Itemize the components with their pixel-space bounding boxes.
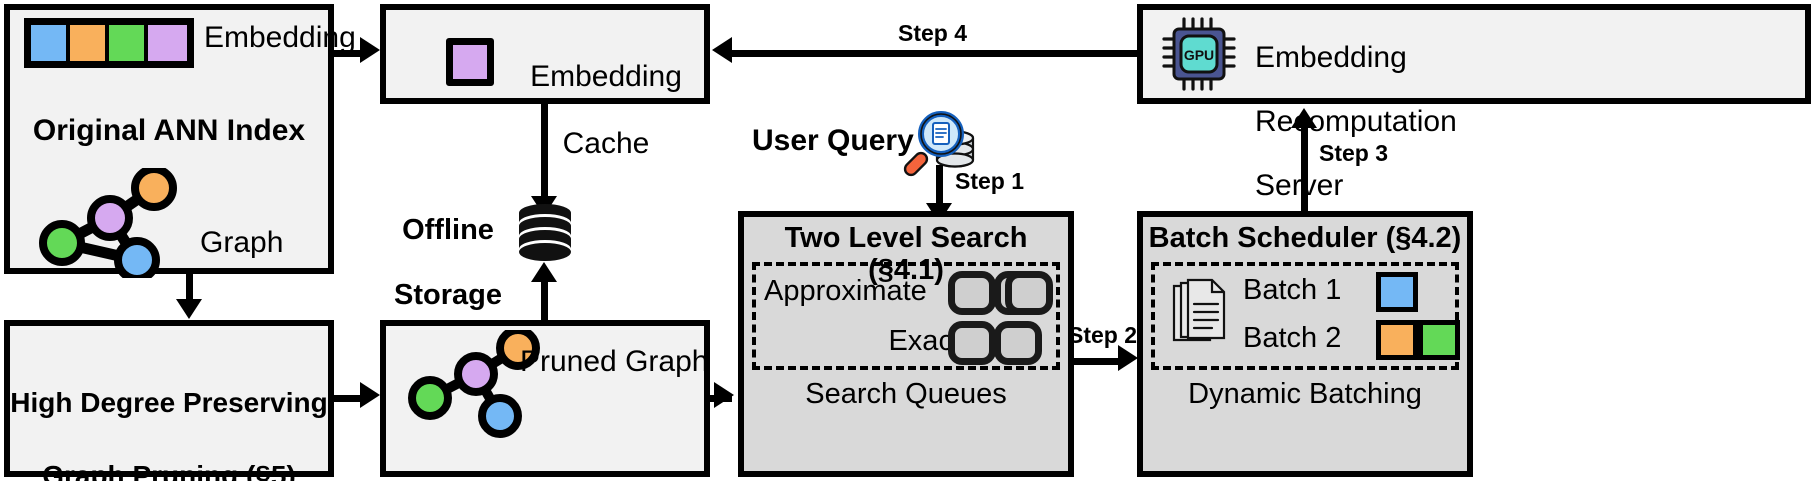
approximate-slot-1 [948, 271, 996, 315]
search-queues-footer: Search Queues [805, 378, 1007, 410]
arrow-step4-line [732, 50, 1140, 57]
recomputation-server-title: Embedding Recomputation Server [1255, 10, 1755, 203]
embedding-cache-line2: Cache [562, 126, 650, 160]
dynamic-batching-footer: Dynamic Batching [1188, 378, 1422, 410]
documents-stack-icon [1172, 278, 1226, 342]
pruned-graph-label: Pruned Graph [520, 345, 709, 378]
embedding-cache-box [380, 4, 710, 104]
pruning-line1: High Degree Preserving [10, 387, 328, 419]
arrow-index-to-cache-head [360, 37, 380, 63]
batch-2-label: Batch 2 [1243, 322, 1342, 354]
search-queues-panel [752, 262, 1060, 370]
batch-1-label: Batch 1 [1243, 274, 1342, 306]
arrow-step2-line [1074, 358, 1126, 365]
embedding-cache-title: Embedding Cache [506, 26, 706, 160]
two-level-search-title: Two Level Search (§4.1) [784, 222, 1028, 287]
embedding-cache-line1: Embedding [530, 59, 682, 93]
offline-storage-line2: Storage [394, 279, 502, 312]
original-ann-index-title: Original ANN Index [32, 114, 306, 147]
gpu-chip-icon: GPU [1162, 17, 1236, 91]
pruned-graph-diagram [408, 330, 540, 438]
step-4-label: Step 4 [898, 20, 968, 46]
batch-scheduler-title: Batch Scheduler (§4.2) [1148, 222, 1462, 254]
arrow-pruned-to-search-head [714, 382, 734, 408]
batch-2-swatch-orange [1376, 320, 1418, 360]
embedding-swatch-blue [31, 25, 71, 61]
exact-slot-2 [994, 321, 1042, 365]
server-line3: Server [1255, 169, 1344, 203]
arrow-pruning-to-pruned-line [334, 395, 362, 402]
arrow-step3-head [1291, 108, 1317, 128]
arrow-index-to-pruning-head [176, 299, 202, 319]
embedding-swatch-orange [70, 25, 110, 61]
dynamic-batching-panel [1151, 262, 1459, 370]
pruning-line2: Graph Pruning (§5) [42, 460, 296, 481]
step-3-label: Step 3 [1319, 140, 1389, 166]
arrow-step1-line [936, 165, 943, 207]
approximate-label: Approximate [764, 275, 927, 307]
arrow-index-to-pruning-line [186, 274, 193, 302]
embedding-label: Embedding [204, 21, 356, 54]
exact-label: Exact [888, 325, 961, 357]
gpu-icon-text: GPU [1184, 47, 1214, 63]
database-cylinder-icon [519, 204, 571, 261]
embedding-swatch-strip [24, 18, 194, 68]
original-index-graph [39, 168, 177, 278]
offline-storage-line1: Offline [402, 214, 494, 247]
graph-pruning-box [4, 320, 334, 477]
approximate-slot-3 [1005, 271, 1053, 315]
step-1-label: Step 1 [955, 168, 1025, 194]
arrow-step3-line [1301, 126, 1308, 211]
magnifier-document-database-icon [903, 111, 975, 177]
embedding-swatch-green [109, 25, 149, 61]
embedding-swatch-purple [148, 25, 188, 61]
arrow-index-to-cache-line [334, 50, 362, 57]
server-line1: Embedding [1255, 41, 1407, 75]
offline-storage-label: Offline Storage [388, 182, 508, 312]
arrow-cache-to-storage-line [541, 104, 548, 199]
recomputation-server-box [1137, 4, 1811, 104]
exact-slot-1 [948, 321, 996, 365]
graph-label: Graph [200, 226, 284, 259]
arrow-step2-head [1118, 345, 1138, 371]
arrow-pruned-to-storage-head [531, 262, 557, 282]
embedding-cache-swatch [446, 38, 494, 86]
arrow-pruned-to-storage-line [541, 278, 548, 326]
batch-1-swatch-blue [1376, 272, 1418, 312]
arrow-step4-head [712, 37, 732, 63]
graph-pruning-title: High Degree Preserving Graph Pruning (§5… [10, 349, 328, 481]
arrow-pruning-to-pruned-head [360, 382, 380, 408]
batch-2-swatch-green [1418, 320, 1460, 360]
step-2-label: Step 2 [1068, 322, 1138, 348]
server-line2: Recomputation [1255, 105, 1457, 139]
user-query-label: User Query [752, 124, 914, 157]
